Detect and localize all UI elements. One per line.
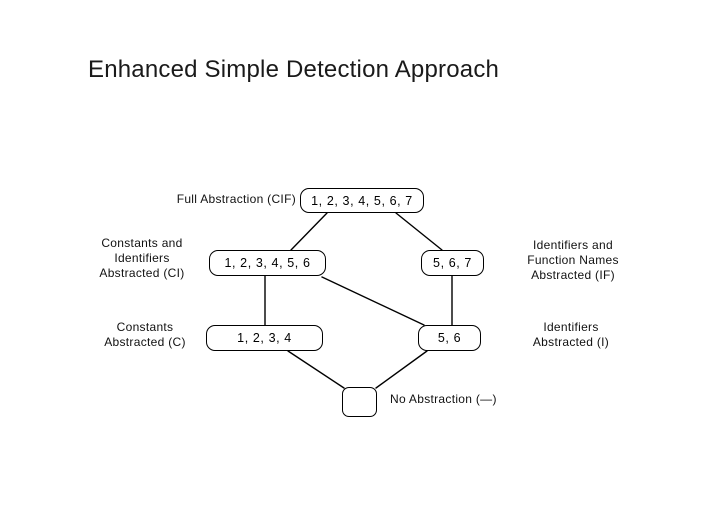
node-no-abstraction[interactable]	[342, 387, 377, 417]
edge-cif-if	[395, 212, 443, 251]
edge-cif-ci	[290, 212, 328, 251]
node-constants-identifiers-abstracted[interactable]: 1, 2, 3, 4, 5, 6	[209, 250, 326, 276]
edge-ci-i	[321, 276, 425, 326]
label-identifiers-function-names-abstracted: Identifiers and Function Names Abstracte…	[527, 238, 619, 282]
label-constants-abstracted: Constants Abstracted (C)	[104, 320, 186, 349]
label-no-abstraction: No Abstraction (—)	[390, 392, 497, 406]
node-full-abstraction[interactable]: 1, 2, 3, 4, 5, 6, 7	[300, 188, 424, 213]
edge-i-none	[375, 350, 428, 389]
label-constants-identifiers-abstracted: Constants and Identifiers Abstracted (CI…	[99, 236, 185, 280]
node-identifiers-function-names-abstracted[interactable]: 5, 6, 7	[421, 250, 484, 276]
node-constants-abstracted[interactable]: 1, 2, 3, 4	[206, 325, 323, 351]
edge-c-none	[287, 350, 345, 389]
label-identifiers-abstracted: Identifiers Abstracted (I)	[532, 320, 610, 349]
label-full-abstraction: Full Abstraction (CIF)	[176, 192, 296, 206]
node-identifiers-abstracted[interactable]: 5, 6	[418, 325, 481, 351]
page-title: Enhanced Simple Detection Approach	[88, 56, 500, 83]
